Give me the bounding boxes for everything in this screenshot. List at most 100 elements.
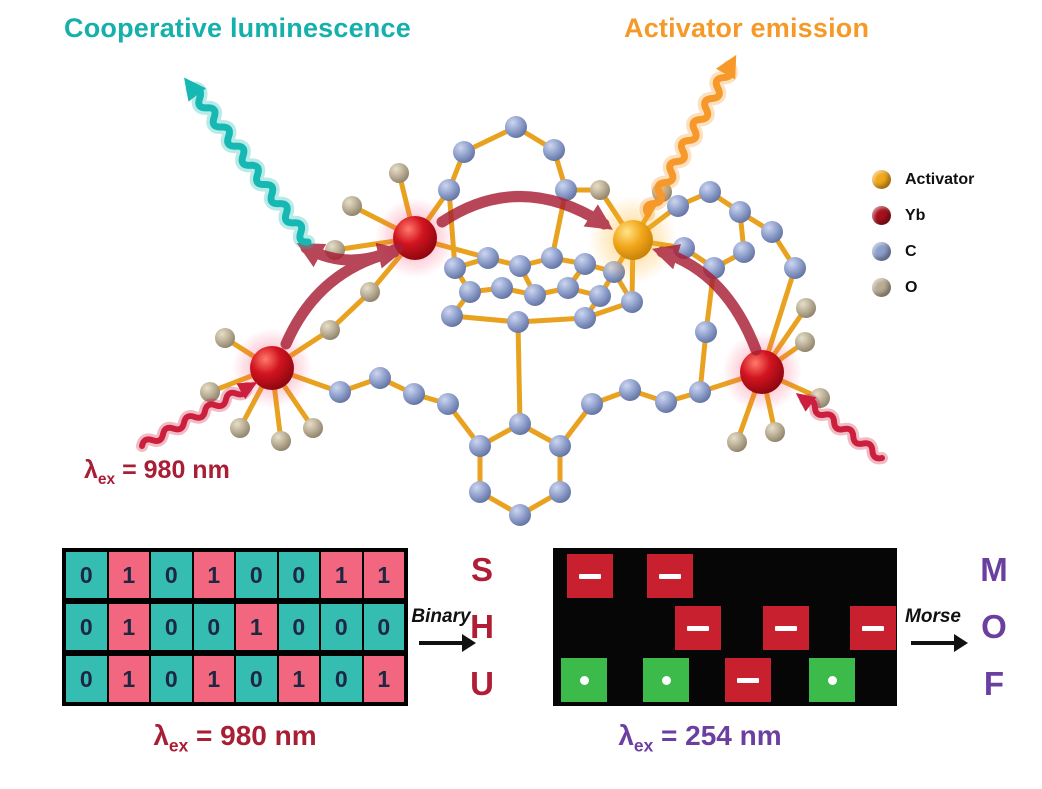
binary-arrow-label: Binary <box>411 606 471 627</box>
dash-symbol <box>579 573 601 579</box>
legend-label: O <box>905 278 918 296</box>
dash-symbol <box>775 625 797 631</box>
decoded-letter: S <box>470 551 493 588</box>
binary-cell: 1 <box>108 552 149 598</box>
yb-swatch <box>872 206 891 225</box>
binary-excitation-label: λex = 980 nm <box>85 720 385 757</box>
binary-cell: 0 <box>278 604 319 650</box>
binary-cell: 0 <box>321 656 362 702</box>
dot-symbol <box>579 675 589 685</box>
morse-dash-cell <box>850 606 896 650</box>
yb-atom-1 <box>393 216 437 260</box>
binary-cell: 1 <box>278 656 319 702</box>
decoded-letter: F <box>983 665 1005 702</box>
lambda-symbol: λ <box>618 720 634 751</box>
binary-cell: 0 <box>151 656 192 702</box>
binary-cell: 0 <box>66 552 107 598</box>
legend-label: C <box>905 242 917 260</box>
energy-transfer-arrow <box>651 244 762 356</box>
binary-cell: 1 <box>193 552 234 598</box>
cooperative-luminescence-arrow <box>184 77 315 250</box>
morse-dash-cell <box>567 554 613 598</box>
binary-cell: 1 <box>363 656 404 702</box>
c-swatch <box>872 242 891 261</box>
morse-dash-cell <box>675 606 721 650</box>
legend-item: Activator <box>872 170 974 189</box>
yb-atom-2 <box>250 346 294 390</box>
activator-emission-arrow <box>639 54 738 221</box>
dot-symbol <box>827 675 837 685</box>
energy-transfer-arrow <box>296 242 404 268</box>
right-arrow-icon <box>911 634 968 652</box>
lambda-subscript: ex <box>168 735 189 756</box>
morse-dot-cell <box>643 658 689 702</box>
decoded-letter: O <box>981 608 1007 645</box>
binary-cell: 1 <box>363 552 404 598</box>
excitation-value: = 980 nm <box>188 720 317 751</box>
legend-label: Activator <box>905 170 975 188</box>
morse-dash-cell <box>763 606 809 650</box>
yb-atom-3 <box>740 350 784 394</box>
dash-symbol <box>862 625 884 631</box>
oxygen-atoms <box>200 163 830 452</box>
binary-cell: 0 <box>278 552 319 598</box>
legend-label: Yb <box>905 206 926 224</box>
o-swatch <box>872 278 891 297</box>
binary-cell: 0 <box>66 604 107 650</box>
morse-dash-cell <box>725 658 771 702</box>
binary-cell: 1 <box>193 656 234 702</box>
binary-cell: 0 <box>321 604 362 650</box>
binary-cell: 1 <box>236 604 277 650</box>
binary-cell: 1 <box>108 656 149 702</box>
decoded-letter: U <box>470 665 494 702</box>
morse-conversion: Morse <box>898 606 968 652</box>
decoded-letter: H <box>470 608 494 645</box>
legend-item: Yb <box>872 206 974 225</box>
molecule-excitation-label: λex = 980 nm <box>84 456 230 489</box>
dash-symbol <box>659 573 681 579</box>
cooperative-luminescence-title: Cooperative luminescence <box>64 13 411 43</box>
molecule-structure <box>136 54 888 526</box>
activator-emission-title: Activator emission <box>624 13 870 43</box>
morse-dot-cell <box>561 658 607 702</box>
activator-atom <box>613 220 653 260</box>
dash-symbol <box>687 625 709 631</box>
morse-dot-cell <box>809 658 855 702</box>
morse-code-panel <box>553 548 897 706</box>
binary-cell: 0 <box>193 604 234 650</box>
activator-swatch <box>872 170 891 189</box>
lambda-symbol: λ <box>153 720 169 751</box>
energy-transfer-arrows <box>280 191 762 356</box>
excitation-value: = 254 nm <box>653 720 782 751</box>
binary-cell: 0 <box>66 656 107 702</box>
binary-cell: 0 <box>363 604 404 650</box>
morse-arrow-label: Morse <box>905 606 961 627</box>
binary-cell: 1 <box>108 604 149 650</box>
dot-symbol <box>661 675 671 685</box>
legend-item: C <box>872 242 974 261</box>
morse-excitation-label: λex = 254 nm <box>550 720 850 757</box>
lambda-symbol: λ <box>84 456 98 484</box>
right-arrow-icon <box>419 634 476 652</box>
excitation-arrow-right <box>795 393 888 465</box>
carbon-atoms <box>329 116 806 526</box>
morse-dash-cell <box>647 554 693 598</box>
binary-cell: 0 <box>151 552 192 598</box>
dash-symbol <box>737 677 759 683</box>
lambda-subscript: ex <box>633 735 654 756</box>
energy-transfer-arrow <box>436 191 613 230</box>
binary-conversion: Binary <box>406 606 476 652</box>
decoded-letter: M <box>980 551 1008 588</box>
lambda-subscript: ex <box>97 471 116 488</box>
binary-cell: 1 <box>321 552 362 598</box>
binary-cell: 0 <box>236 552 277 598</box>
binary-cell: 0 <box>236 656 277 702</box>
